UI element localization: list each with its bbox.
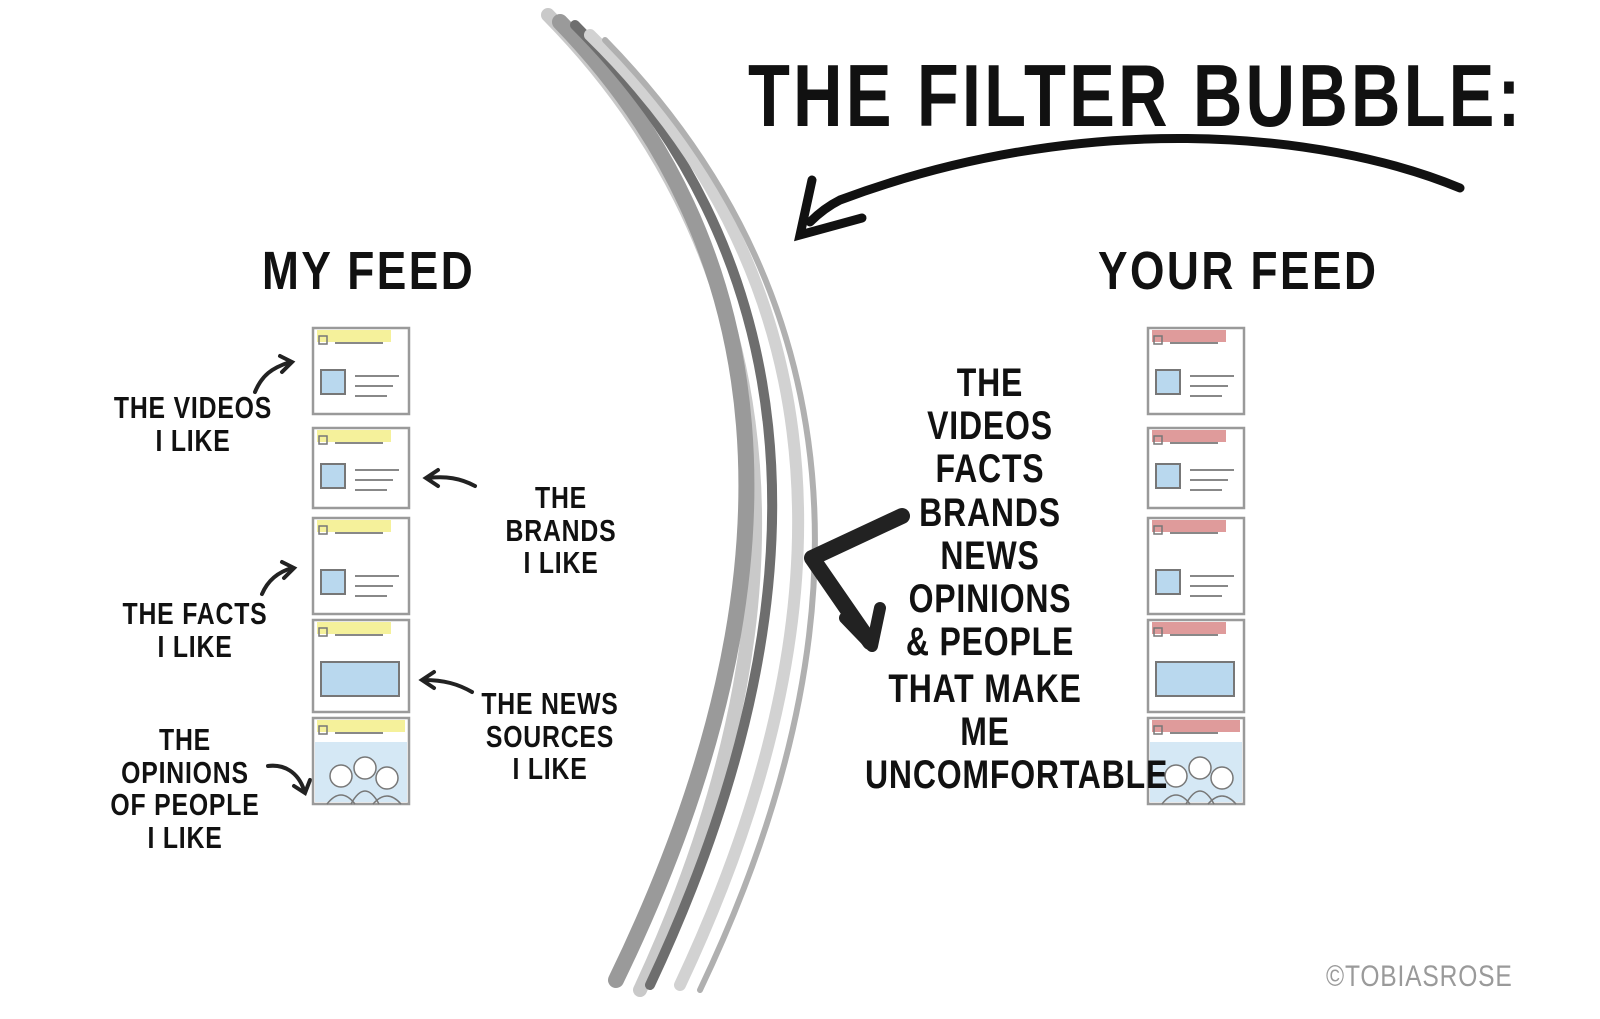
label-line: I LIKE — [147, 819, 223, 855]
card-avatar — [318, 435, 328, 445]
label-line: NEWS — [940, 533, 1040, 578]
card-avatar — [318, 335, 328, 345]
label-line: THE NEWS — [481, 686, 619, 721]
label-line: I LIKE — [157, 628, 233, 664]
label-line: & PEOPLE — [905, 620, 1075, 665]
card-highlight — [317, 330, 391, 342]
label-line: UNCOMFORTABLE — [865, 753, 1169, 798]
label-line: THE VIDEOS — [113, 390, 273, 425]
your-feed-title: YOUR FEED — [1098, 241, 1379, 301]
card-highlight — [1152, 720, 1240, 732]
card-highlight — [1152, 430, 1226, 442]
card-avatar — [318, 525, 328, 535]
label-line: FACTS — [935, 447, 1045, 492]
label-line: I LIKE — [523, 545, 599, 581]
card-avatar — [1153, 525, 1163, 535]
label-arrows — [253, 354, 477, 796]
label-brands-i-like: THE BRANDS I LIKE — [477, 480, 645, 581]
person-body — [372, 795, 402, 805]
person-body — [1207, 795, 1237, 805]
card-video — [320, 661, 400, 697]
card-thumb — [1155, 569, 1181, 595]
card-avatar — [1153, 435, 1163, 445]
card-highlight — [317, 520, 391, 532]
my-feed-title: MY FEED — [262, 241, 476, 301]
card-thumb — [320, 463, 346, 489]
label-line: THE FACTS — [122, 596, 268, 631]
title-arrow — [794, 134, 1465, 242]
your-feed-cards — [1146, 326, 1246, 806]
person-head — [375, 766, 399, 790]
copyright-signature: ©TOBIASROSE — [1326, 960, 1513, 993]
label-news-sources-i-like: THE NEWS SOURCES I LIKE — [470, 686, 630, 787]
card-thumb — [320, 569, 346, 595]
card-avatar — [318, 627, 328, 637]
card-highlight — [317, 430, 391, 442]
card-avatar — [1153, 335, 1163, 345]
label-opinions-i-like: THE OPINIONS OF PEOPLE I LIKE — [93, 722, 277, 855]
card-highlight — [1152, 330, 1226, 342]
center-arrow — [804, 508, 910, 652]
card-avatar — [1153, 627, 1163, 637]
label-line: OPINIONS — [908, 576, 1072, 621]
person-head — [1188, 756, 1212, 780]
card-highlight — [317, 622, 391, 634]
label-line: BRANDS — [919, 490, 1061, 535]
label-line: THAT MAKE ME — [888, 667, 1082, 755]
person-head — [329, 764, 353, 788]
card-highlight — [317, 720, 405, 732]
label-line: THE BRANDS — [505, 480, 617, 548]
my-feed-cards — [311, 326, 411, 806]
label-line: THE VIDEOS — [927, 361, 1053, 449]
card-thumb — [1155, 463, 1181, 489]
card-highlight — [1152, 520, 1226, 532]
uncomfortable-caption: THAT MAKE ME UNCOMFORTABLE — [865, 667, 1169, 798]
label-line: OF PEOPLE — [110, 787, 260, 823]
label-line: SOURCES — [485, 718, 615, 754]
card-thumb — [320, 369, 346, 395]
person-head — [353, 756, 377, 780]
card-avatar — [1153, 725, 1163, 735]
card-video — [1155, 661, 1235, 697]
label-line: I LIKE — [155, 422, 231, 458]
label-facts-i-like: THE FACTS I LIKE — [119, 596, 271, 664]
label-videos-i-like: THE VIDEOS I LIKE — [109, 390, 277, 458]
uncomfortable-items-list: THE VIDEOS FACTS BRANDS NEWS OPINIONS & … — [902, 361, 1078, 665]
bubble-wall — [541, 8, 818, 997]
person-head — [1210, 766, 1234, 790]
card-thumb — [1155, 369, 1181, 395]
person-head — [1164, 764, 1188, 788]
card-avatar — [318, 725, 328, 735]
label-line: THE OPINIONS — [121, 722, 249, 790]
label-line: I LIKE — [512, 751, 588, 787]
page-title: THE FILTER BUBBLE: — [748, 46, 1524, 145]
card-highlight — [1152, 622, 1226, 634]
